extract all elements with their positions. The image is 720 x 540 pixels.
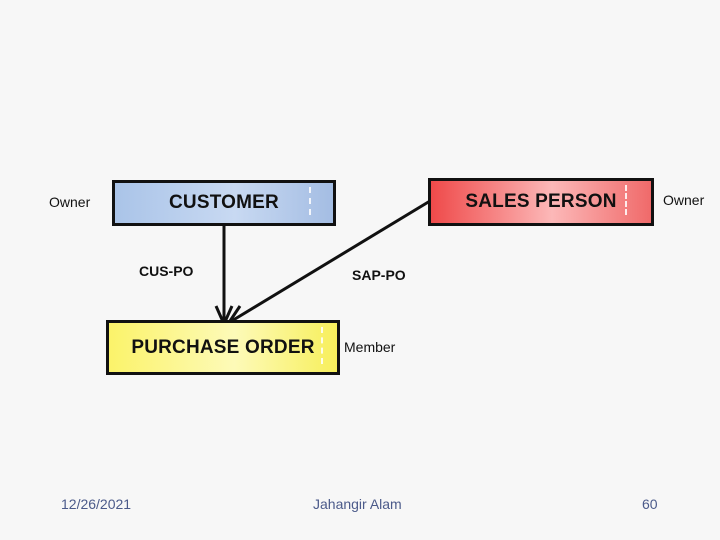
customer-entity[interactable]: CUSTOMER [112,180,336,226]
customer-role-label: Owner [49,194,91,210]
sap-po-relationship-label: SAP-PO [352,267,406,283]
sales-person-entity-label: SALES PERSON [465,191,617,212]
sales-person-role-label: Owner [663,192,705,208]
customer-entity-dashed-divider [309,187,311,215]
footer-author: Jahangir Alam [313,496,402,512]
footer-date: 12/26/2021 [61,496,132,512]
purchase-order-role-label: Member [344,339,396,355]
purchase-order-entity-label: PURCHASE ORDER [131,336,315,358]
sales-person-entity[interactable]: SALES PERSON [428,178,654,226]
footer-page-number: 60 [642,496,658,512]
sales-person-entity-dashed-divider [625,185,627,215]
purchase-order-entity[interactable]: PURCHASE ORDER [106,320,340,375]
sap-po-line [229,199,431,324]
purchase-order-entity-dashed-divider [321,327,323,364]
cus-po-relationship-label: CUS-PO [139,263,194,279]
customer-entity-label: CUSTOMER [169,192,279,213]
